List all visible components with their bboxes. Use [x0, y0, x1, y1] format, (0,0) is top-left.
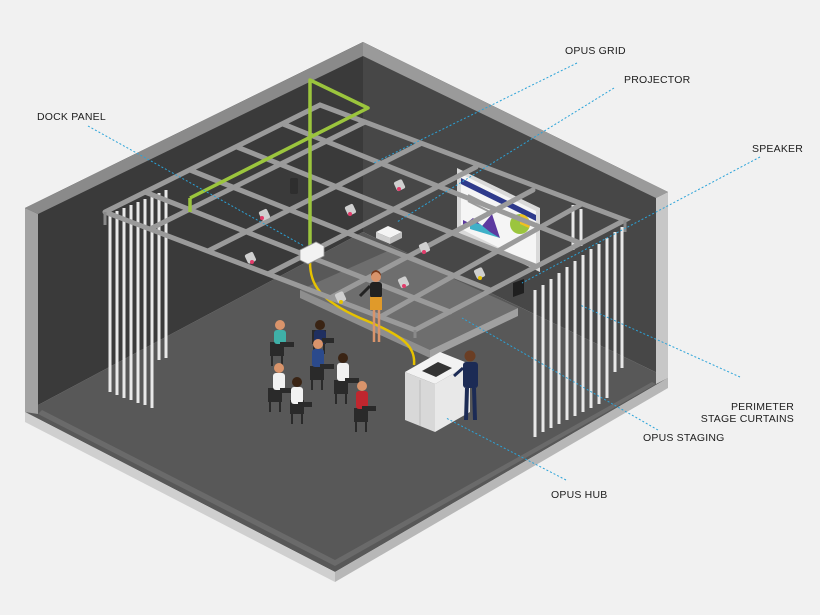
hub-operator-figure	[453, 350, 478, 421]
audience-member	[270, 320, 294, 366]
label-opus-grid: OPUS GRID	[565, 45, 626, 57]
audience-member	[354, 381, 376, 432]
label-opus-staging: OPUS STAGING	[643, 432, 725, 444]
label-speaker: SPEAKER	[752, 143, 804, 155]
label-projector: PROJECTOR	[624, 74, 691, 86]
presenter-hair	[371, 270, 381, 276]
floor-front-right-edge	[335, 378, 668, 582]
label-perimeter-stage-curtains: PERIMETER STAGE CURTAINS	[676, 401, 794, 425]
floor-front-left-edge	[25, 412, 335, 582]
stage-light	[290, 178, 298, 194]
operator-leg	[472, 387, 477, 421]
presenter-skirt	[370, 297, 382, 310]
grid-pipe	[187, 167, 493, 293]
stage-lights	[244, 178, 486, 304]
operator-torso	[463, 362, 478, 388]
audience-member	[312, 320, 334, 354]
audience	[268, 320, 376, 432]
projector-body-top	[376, 226, 402, 238]
stage-light	[418, 242, 430, 254]
presenter-arm	[358, 284, 372, 298]
left-wall-edge	[25, 208, 38, 414]
stage-light	[344, 204, 356, 216]
speaker-box	[513, 279, 524, 297]
grid-drop-rods	[103, 212, 627, 338]
opus-hub-lectern	[405, 352, 470, 432]
leader-line-opus-staging	[461, 317, 659, 431]
screen-area-chart-2	[470, 222, 500, 238]
screen-header-bar	[461, 178, 536, 221]
operator-head	[464, 350, 476, 362]
stage-light	[394, 179, 406, 191]
leader-line-projector	[396, 87, 615, 223]
floor-cable	[308, 261, 416, 366]
stage-front	[300, 290, 430, 358]
audience-member	[290, 377, 312, 424]
right-wall-rim	[363, 42, 668, 198]
grid-pipe	[327, 187, 536, 301]
lectern-screen	[422, 362, 452, 377]
stage-light	[244, 252, 256, 264]
leader-lines	[87, 62, 761, 481]
projector-body-side	[390, 232, 402, 244]
grid-pipe	[147, 119, 368, 232]
stage-light	[258, 209, 270, 221]
leader-line-speaker	[521, 156, 761, 284]
presenter-torso	[370, 282, 382, 298]
power-cable-path	[189, 78, 370, 248]
projector-body-front	[376, 232, 390, 244]
leader-line-opus-grid	[373, 62, 578, 164]
grid-pipe	[142, 189, 453, 315]
operator-leg	[464, 387, 469, 421]
stage-side	[430, 308, 518, 358]
label-perimeter-line2: STAGE CURTAINS	[700, 413, 794, 425]
leader-line-perimeter-curtains	[579, 304, 741, 378]
label-opus-hub: OPUS HUB	[551, 489, 608, 501]
audience-member	[310, 339, 334, 390]
operator-arm	[453, 366, 464, 378]
stage-light	[335, 291, 347, 304]
grid-pipe	[234, 144, 538, 269]
screen-text-line	[467, 200, 491, 213]
label-dock-panel: DOCK PANEL	[37, 111, 106, 123]
stage-light	[474, 267, 486, 280]
perimeter-curtains-right	[533, 205, 624, 437]
grid-pipe	[205, 141, 423, 254]
label-perimeter-line1: PERIMETER	[730, 401, 794, 413]
lectern-side	[435, 364, 470, 432]
presenter-figure	[358, 270, 382, 342]
speaker-device	[513, 279, 524, 297]
leader-line-opus-hub	[445, 417, 567, 481]
stage-light	[398, 276, 410, 288]
floor-inner-lip	[38, 382, 656, 566]
grid-pipe	[280, 121, 583, 246]
left-wall-rim	[25, 42, 363, 214]
grid-power-cable	[188, 78, 370, 248]
leader-line-dock-panel	[87, 125, 305, 247]
dock-panel-box	[299, 241, 325, 265]
audience-member	[268, 363, 294, 412]
presenter-head	[371, 272, 381, 282]
projector-device	[376, 226, 402, 244]
right-wall-edge	[656, 192, 668, 384]
audience-member	[334, 353, 359, 404]
dock-panel-device	[299, 241, 325, 265]
grid-pipe	[377, 202, 583, 320]
